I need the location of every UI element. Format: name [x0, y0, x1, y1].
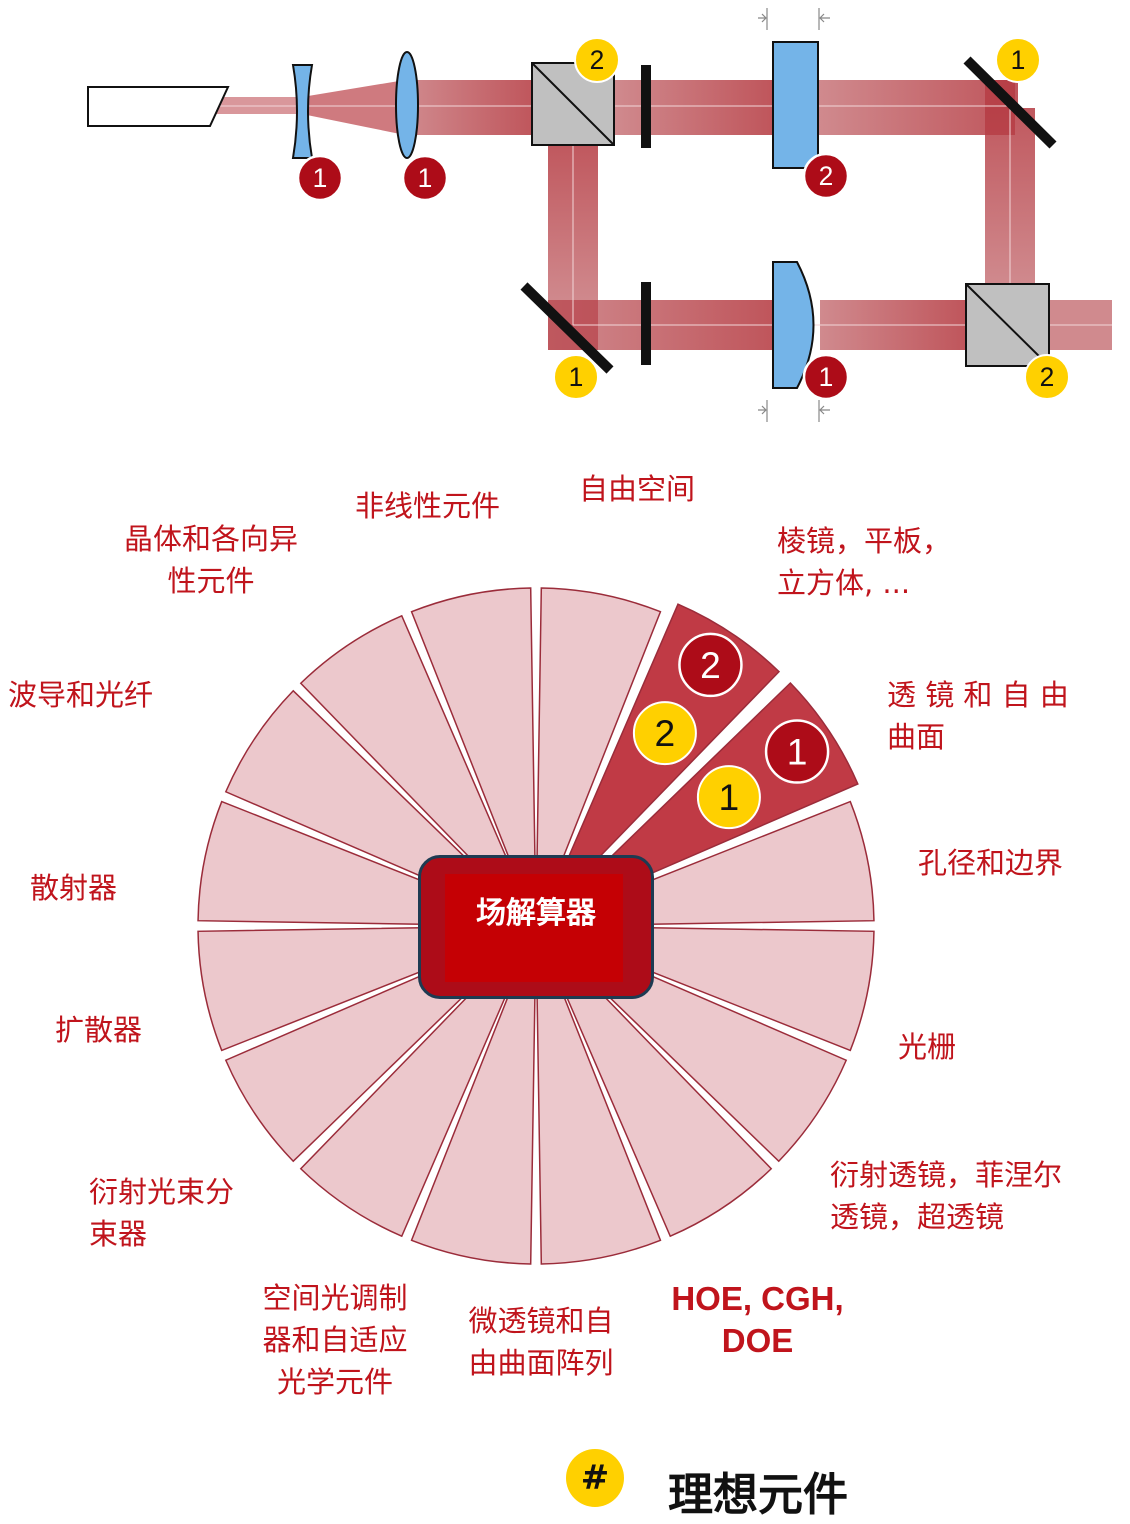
yellow-number-badge: 1: [995, 37, 1041, 83]
wheel-sector: [535, 587, 662, 890]
yellow-number-badge: 1: [696, 765, 761, 830]
badge-number: 1: [569, 362, 584, 392]
yellow-number-badge: 2: [574, 37, 620, 83]
badge-number: 1: [1011, 45, 1026, 75]
label-waveguide: 波导和光纤: [8, 678, 154, 712]
wheel-sector: [410, 587, 537, 890]
mirror: [520, 282, 614, 374]
wheel-sector: [410, 962, 537, 1265]
label-hoe: HOE, CGH,DOE: [671, 1280, 844, 1359]
laser-source: [87, 86, 230, 127]
yellow-number-badge: 2: [632, 701, 697, 766]
yellow-number-badge: 2: [1024, 354, 1070, 400]
badge-number: 1: [719, 776, 740, 818]
wheel-sector: [299, 614, 522, 899]
label-gratings: 光栅: [898, 1030, 957, 1064]
label-apertures: 孔径和边界: [918, 846, 1064, 880]
wheel-sector: [535, 962, 662, 1265]
aperture-stop: [641, 282, 651, 365]
dimension-arrows: [758, 8, 830, 422]
label-free-space: 自由空间: [579, 472, 696, 506]
optical-setup-diagram: 1 1 2 2 1 1 1 2: [87, 8, 1112, 422]
label-beam-splitter: 衍射光束分束器: [89, 1175, 235, 1251]
badge-number: 1: [313, 163, 328, 193]
red-number-badge: 1: [802, 353, 850, 401]
label-prisms: 棱镜，平板，立方体, ...: [777, 524, 952, 600]
plano-convex-lens: [772, 261, 815, 389]
field-solver-box: 场解算器: [418, 855, 654, 999]
badge-number: 2: [590, 45, 605, 75]
label-slm: 空间光调制器和自适应光学元件: [262, 1281, 408, 1399]
label-nonlinear: 非线性元件: [355, 489, 501, 523]
ideal-element-badge: #: [566, 1449, 624, 1507]
mirror: [963, 56, 1057, 149]
aperture-stop: [641, 65, 651, 148]
label-microlens: 微透镜和自由曲面阵列: [468, 1304, 614, 1380]
legend-text: 理想元件: [668, 1468, 849, 1521]
badge-number: 2: [819, 161, 834, 191]
red-number-badge: 1: [296, 154, 344, 202]
red-number-badge: 1: [764, 719, 830, 784]
badge-number: 1: [418, 163, 433, 193]
red-number-badge: 2: [802, 152, 850, 200]
yellow-number-badge: 1: [553, 354, 599, 400]
convex-lens: [395, 51, 419, 159]
red-number-badge: 1: [401, 154, 449, 202]
label-diffractive: 衍射透镜，菲涅尔透镜，超透镜: [830, 1158, 1063, 1234]
beam-splitter-cube: [965, 283, 1050, 367]
badge-number: 1: [819, 362, 834, 392]
wheel-sector: [299, 953, 522, 1238]
plate-element: [772, 41, 819, 169]
label-scatterer: 散射器: [30, 871, 118, 905]
red-number-badge: 2: [678, 632, 743, 698]
label-lenses: 透 镜 和 自 由曲面: [887, 678, 1069, 754]
badge-number: 2: [655, 712, 676, 754]
badge-number: 2: [1040, 362, 1055, 392]
badge-number: 2: [700, 644, 721, 686]
label-diffuser: 扩散器: [55, 1013, 143, 1047]
field-solver-label: 场解算器: [476, 896, 596, 931]
badge-number: 1: [787, 731, 808, 773]
label-crystal: 晶体和各向异性元件: [123, 522, 298, 598]
wheel-sector: [550, 953, 773, 1238]
